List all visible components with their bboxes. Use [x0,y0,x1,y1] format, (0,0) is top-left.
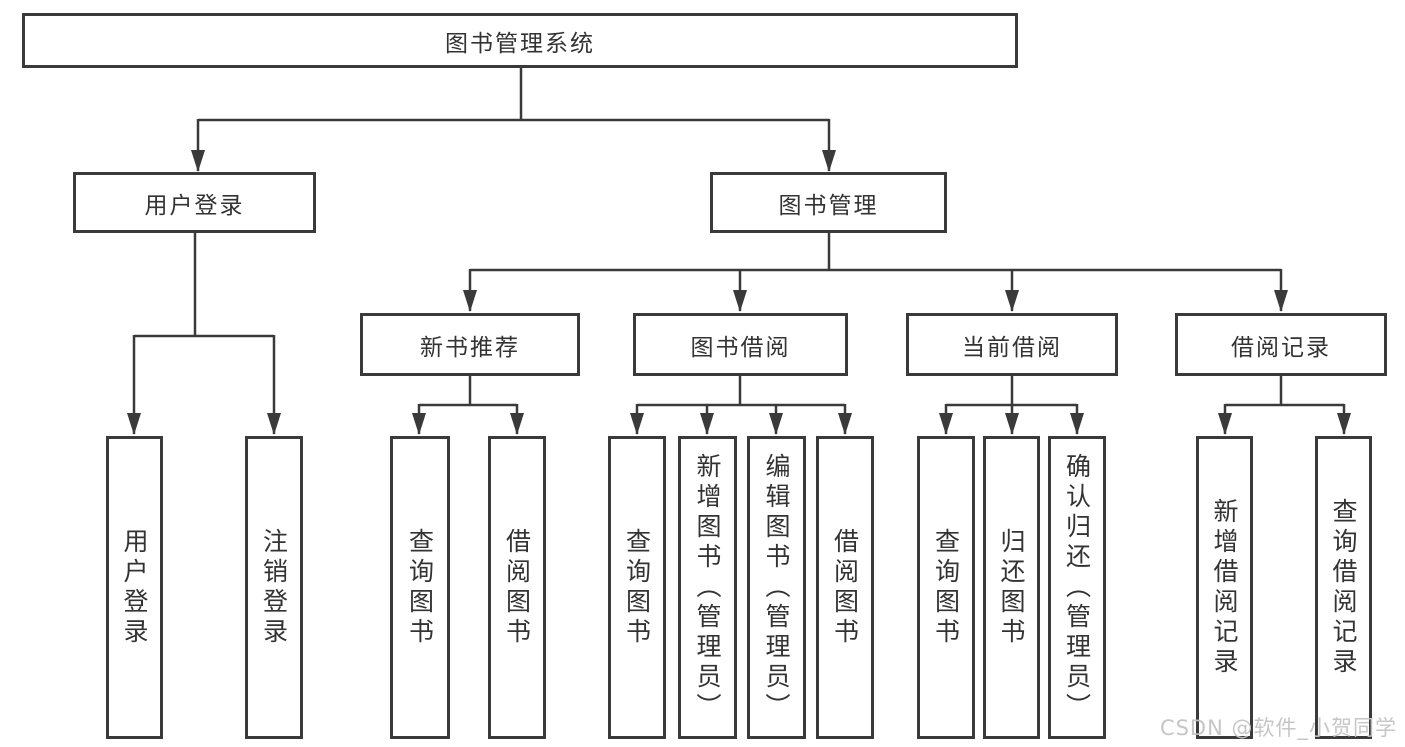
node-label: 当前借阅 [962,334,1062,361]
node-label: 归还图书 [997,527,1026,648]
node-user-login: 用户登录 [73,172,316,233]
node-label: 图书管理 [778,192,879,219]
node-label: 用户登录 [120,527,149,648]
node-label: 图书借阅 [690,334,791,361]
leaf-current-return-book: 归还图书 [983,436,1040,739]
node-label: 借阅图书 [502,527,532,648]
leaf-records-query-record: 查询借阅记录 [1315,436,1372,739]
node-book-management: 图书管理 [710,172,947,233]
node-label: 图书管理系统 [445,30,595,57]
leaf-recommend-query-books: 查询图书 [390,436,450,739]
leaf-logout-login: 注销登录 [245,436,303,739]
node-label: 借阅记录 [1231,334,1331,361]
node-library-system: 图书管理系统 [22,13,1018,68]
leaf-borrowing-query-books: 查询图书 [608,436,666,739]
node-label: 确认归还（管理员） [1062,452,1092,723]
leaf-user-login: 用户登录 [106,436,163,739]
node-label: 查询图书 [405,527,435,648]
leaf-recommend-borrow-books: 借阅图书 [488,436,546,739]
node-label: 编辑图书（管理员） [762,452,791,723]
leaf-current-query-books: 查询图书 [917,436,975,739]
node-current-borrowing: 当前借阅 [906,313,1118,376]
leaf-borrowing-edit-book-admin: 编辑图书（管理员） [747,436,806,739]
node-label: 借阅图书 [830,527,860,648]
leaf-borrowing-add-book-admin: 新增图书（管理员） [678,436,737,739]
node-label: 查询图书 [931,527,961,648]
node-label: 注销登录 [259,527,289,648]
node-label: 用户登录 [144,192,245,219]
node-label: 查询图书 [622,527,652,648]
leaf-current-confirm-return-admin: 确认归还（管理员） [1048,436,1106,739]
leaf-borrowing-borrow-books: 借阅图书 [816,436,874,739]
node-new-book-recommendation: 新书推荐 [360,313,580,376]
node-label: 新书推荐 [420,334,520,361]
watermark: CSDN @软件_小贺同学 [1159,716,1397,740]
node-borrowing-records: 借阅记录 [1175,313,1387,376]
leaf-records-add-record: 新增借阅记录 [1196,436,1253,739]
node-label: 新增借阅记录 [1210,497,1239,678]
node-book-borrowing: 图书借阅 [633,313,848,376]
node-label: 查询借阅记录 [1329,497,1358,678]
node-label: 新增图书（管理员） [693,452,722,723]
